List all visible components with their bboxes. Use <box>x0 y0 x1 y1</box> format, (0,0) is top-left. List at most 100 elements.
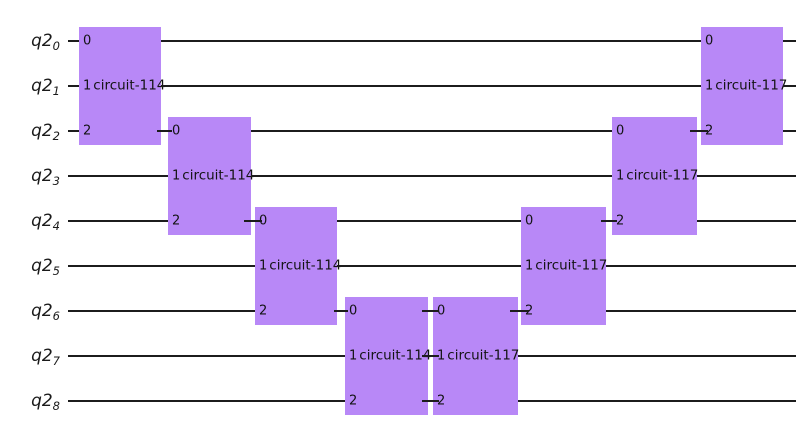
gate-port-index: 0 <box>349 303 358 319</box>
gate-connector-stub-right-g3-2 <box>337 310 348 312</box>
gate-port-g7-0: 0 <box>616 125 624 138</box>
qubit-index-subscript: 1 <box>52 84 60 98</box>
gate-connector-stub-g1-1 <box>68 85 79 87</box>
qubit-label-8: q28 <box>0 391 60 413</box>
gate-port-g1-0: 0 <box>83 35 91 48</box>
gate-connector-stub-right-g7-0 <box>697 130 708 132</box>
qubit-register-name: q2 <box>31 121 53 141</box>
gate-port-index: 1 <box>616 168 625 184</box>
gate-port-index: 2 <box>172 213 181 229</box>
qubit-wire-3-seg-2 <box>697 175 796 177</box>
qubit-wire-6-seg-0 <box>68 310 255 312</box>
qubit-register-name: q2 <box>31 211 53 231</box>
gate-connector-stub-right-g7-2 <box>697 220 708 222</box>
gate-connector-stub-g6-2 <box>510 310 521 312</box>
gate-connector-stub-g3-1 <box>244 265 255 267</box>
gate-connector-stub-right-g8-0 <box>783 40 794 42</box>
qubit-wire-4-seg-0 <box>68 220 168 222</box>
gate-port-index: 2 <box>705 123 714 139</box>
gate-port-index: 2 <box>259 303 268 319</box>
gate-port-g6-2: 2 <box>525 305 533 318</box>
qubit-register-name: q2 <box>31 346 53 366</box>
gate-connector-stub-right-g4-1 <box>428 355 439 357</box>
gate-connector-stub-g3-0 <box>244 220 255 222</box>
gate-connector-stub-right-g4-2 <box>428 400 439 402</box>
gate-port-index: 0 <box>705 33 714 49</box>
gate-label: circuit-114 <box>269 257 342 274</box>
gate-label: circuit-117 <box>535 257 608 274</box>
gate-connector-stub-g7-1 <box>601 175 612 177</box>
qubit-register-name: q2 <box>31 391 53 411</box>
gate-port-g3-2: 2 <box>259 305 267 318</box>
gate-port-index: 1 <box>83 78 92 94</box>
gate-connector-stub-g6-1 <box>510 265 521 267</box>
gate-connector-stub-right-g5-0 <box>518 310 529 312</box>
gate-port-index: 1 <box>349 348 358 364</box>
gate-port-g8-0: 0 <box>705 35 713 48</box>
qubit-wire-4-seg-4 <box>697 220 796 222</box>
gate-connector-stub-g5-0 <box>422 310 433 312</box>
gate-connector-stub-right-g6-1 <box>606 265 617 267</box>
gate-connector-stub-g4-2 <box>334 400 345 402</box>
gate-label: circuit-117 <box>626 167 699 184</box>
gate-connector-stub-right-g7-1 <box>697 175 708 177</box>
gate-port-index: 2 <box>83 123 92 139</box>
gate-connector-stub-g3-2 <box>244 310 255 312</box>
qubit-index-subscript: 0 <box>52 39 60 53</box>
gate-connector-stub-g2-2 <box>157 220 168 222</box>
qubit-index-subscript: 6 <box>52 309 60 323</box>
gate-label: circuit-114 <box>359 347 432 364</box>
gate-connector-stub-g5-1 <box>422 355 433 357</box>
gate-port-index: 2 <box>437 393 446 409</box>
gate-connector-stub-g1-2 <box>68 130 79 132</box>
qubit-label-5: q25 <box>0 256 60 278</box>
gate-port-g1-2: 2 <box>83 125 91 138</box>
gate-connector-stub-right-g5-1 <box>518 355 529 357</box>
qubit-wire-7-seg-0 <box>68 355 345 357</box>
gate-connector-stub-right-g5-2 <box>518 400 529 402</box>
gate-label: circuit-117 <box>715 77 788 94</box>
gate-connector-stub-g6-0 <box>510 220 521 222</box>
gate-connector-stub-g8-0 <box>690 40 701 42</box>
gate-port-index: 1 <box>705 78 714 94</box>
qubit-register-name: q2 <box>31 76 53 96</box>
qubit-wire-3-seg-1 <box>251 175 612 177</box>
gate-connector-stub-g1-0 <box>68 40 79 42</box>
gate-connector-stub-g8-2 <box>690 130 701 132</box>
qubit-wire-5-seg-0 <box>68 265 255 267</box>
qubit-wire-6-seg-4 <box>606 310 796 312</box>
gate-port-g7-2: 2 <box>616 215 624 228</box>
gate-port-index: 1 <box>525 258 534 274</box>
gate-connector-stub-right-g1-2 <box>161 130 172 132</box>
gate-connector-stub-right-g8-2 <box>783 130 794 132</box>
gate-connector-stub-g7-0 <box>601 130 612 132</box>
qubit-register-name: q2 <box>31 31 53 51</box>
gate-port-index: 2 <box>525 303 534 319</box>
gate-port-g2-2: 2 <box>172 215 180 228</box>
qubit-wire-7-seg-2 <box>518 355 796 357</box>
qubit-wire-5-seg-1 <box>337 265 521 267</box>
gate-port-index: 0 <box>172 123 181 139</box>
gate-connector-stub-right-g6-2 <box>606 310 617 312</box>
qubit-index-subscript: 3 <box>52 174 60 188</box>
qubit-register-name: q2 <box>31 301 53 321</box>
gate-connector-stub-g8-1 <box>690 85 701 87</box>
gate-port-index: 0 <box>259 213 268 229</box>
gate-port-index: 0 <box>83 33 92 49</box>
